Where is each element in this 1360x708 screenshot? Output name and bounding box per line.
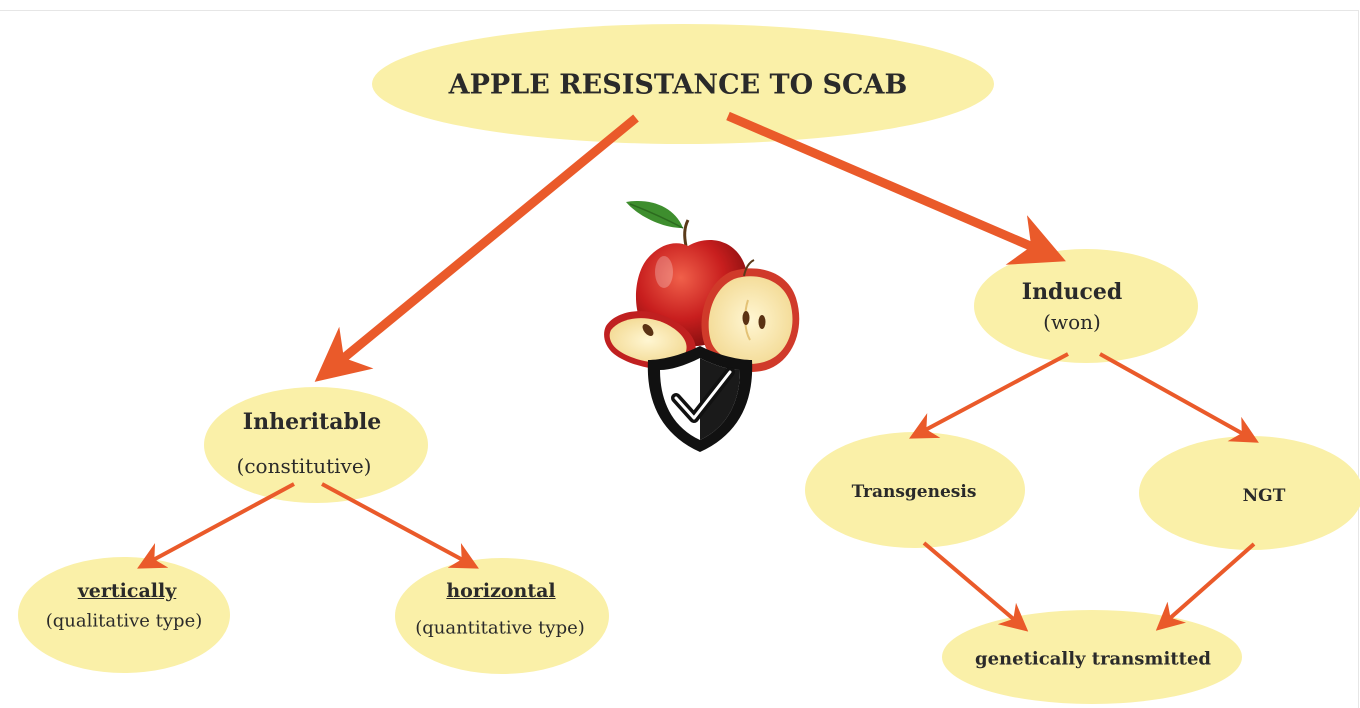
inheritable-title: Inheritable [243,409,381,435]
horizontal-subtitle: (quantitative type) [415,618,585,639]
arrow-inheritable-to-vertically [142,484,294,566]
arrow-induced-to-ngt [1100,354,1254,440]
node-induced [974,249,1198,363]
node-inheritable [204,387,428,503]
shield-check-icon [648,346,752,452]
arrow-root-to-induced [728,116,1056,257]
transgenesis-title: Transgenesis [852,482,977,502]
inheritable-subtitle: (constitutive) [237,454,372,478]
arrow-root-to-inheritable [323,118,636,375]
ngt-title: NGT [1243,486,1286,506]
node-horizontal [395,558,609,674]
apple-icon [604,201,799,372]
root-title: APPLE RESISTANCE TO SCAB [449,70,908,101]
arrow-inheritable-to-horizontal [322,484,474,566]
transmitted-title: genetically transmitted [975,649,1211,670]
horizontal-title: horizontal [446,580,555,602]
arrow-ngt-to-transmitted [1160,544,1254,627]
induced-title: Induced [1022,279,1122,305]
arrow-transgenesis-to-transmitted [924,543,1024,628]
vertically-title: vertically [78,580,177,602]
induced-subtitle: (won) [1043,310,1101,334]
vertically-subtitle: (qualitative type) [46,611,202,632]
arrow-induced-to-transgenesis [914,354,1068,436]
